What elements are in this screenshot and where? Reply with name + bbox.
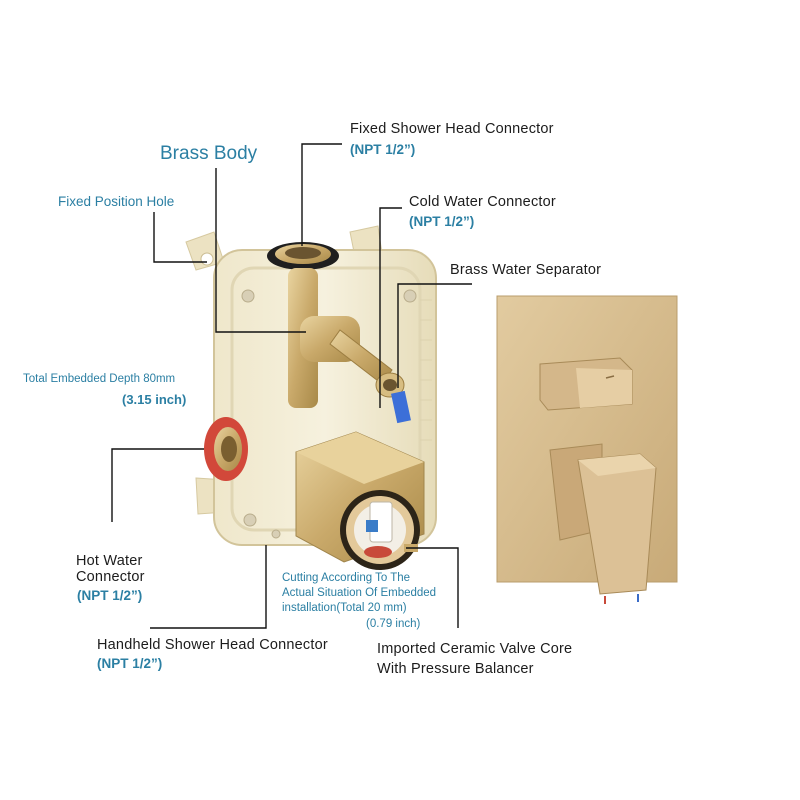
top-connector: [267, 242, 339, 270]
hot-water-connector: [204, 417, 248, 481]
label-handheld-npt: (NPT 1/2”): [97, 656, 163, 671]
label-hot-water-line2: Connector: [76, 569, 145, 585]
label-cutting-line2: Actual Situation Of Embedded: [282, 587, 437, 599]
label-cutting-line1: Cutting According To The: [282, 572, 411, 584]
label-valve-core-line2: With Pressure Balancer: [377, 661, 534, 677]
label-hot-water-line1: Hot Water: [76, 553, 143, 569]
label-cutting-line3: installation(Total 20 mm): [282, 602, 407, 614]
label-hot-water-npt: (NPT 1/2”): [77, 588, 143, 603]
label-fixed-shower-head-npt: (NPT 1/2”): [350, 142, 416, 157]
label-brass-separator: Brass Water Separator: [450, 262, 602, 278]
label-cold-water: Cold Water Connector: [409, 194, 556, 210]
trim-plate: [496, 295, 678, 604]
label-cold-water-npt: (NPT 1/2”): [409, 214, 475, 229]
label-embedded-depth: Total Embedded Depth 80mm: [23, 373, 176, 385]
fixed-position-hole-mark: [200, 252, 214, 266]
label-embedded-depth-inch: (3.15 inch): [122, 392, 187, 407]
leader-lines: [111, 143, 472, 629]
label-fixed-shower-head: Fixed Shower Head Connector: [350, 121, 554, 137]
label-handheld: Handheld Shower Head Connector: [97, 637, 328, 653]
brass-body-internal: [288, 268, 411, 424]
label-valve-core-line1: Imported Ceramic Valve Core: [377, 641, 573, 657]
label-brass-body: Brass Body: [160, 143, 258, 164]
cartridge-block: [295, 431, 425, 570]
label-cutting-inch: (0.79 inch): [366, 618, 421, 630]
label-fixed-position-hole: Fixed Position Hole: [58, 194, 175, 209]
